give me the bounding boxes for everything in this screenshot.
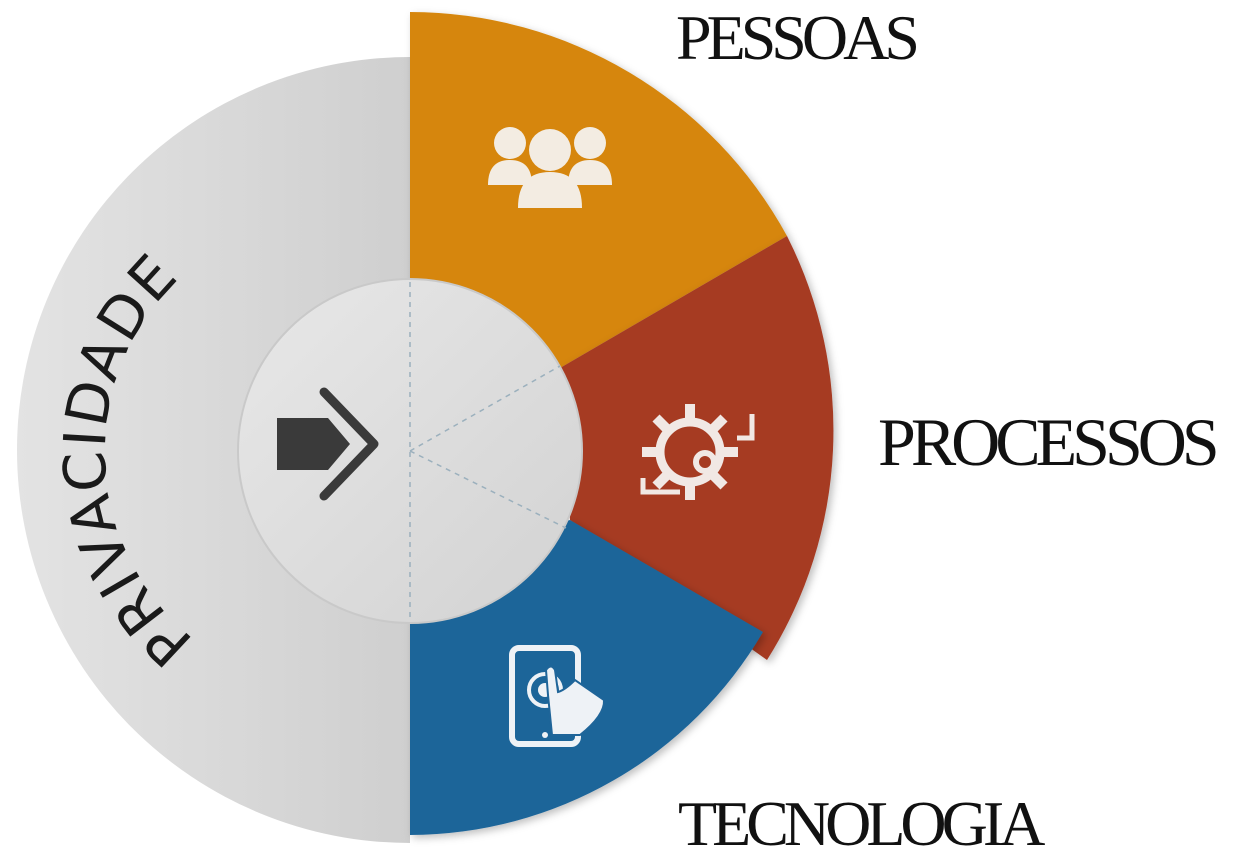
segment-label-processos: PROCESSOS bbox=[878, 404, 1220, 480]
tablet-touch-icon bbox=[509, 645, 606, 747]
segment-pessoas[interactable] bbox=[410, 12, 787, 368]
privacidade-ring bbox=[17, 57, 410, 843]
hub-dashed-lines bbox=[409, 282, 567, 622]
arrow-right-icon bbox=[277, 387, 379, 501]
people-group-icon bbox=[488, 127, 612, 208]
segment-label-tecnologia: TECNOLOGIA bbox=[678, 788, 1045, 859]
gear-cycle-icon bbox=[640, 404, 755, 500]
segment-label-pessoas: PESSOAS bbox=[676, 2, 920, 73]
